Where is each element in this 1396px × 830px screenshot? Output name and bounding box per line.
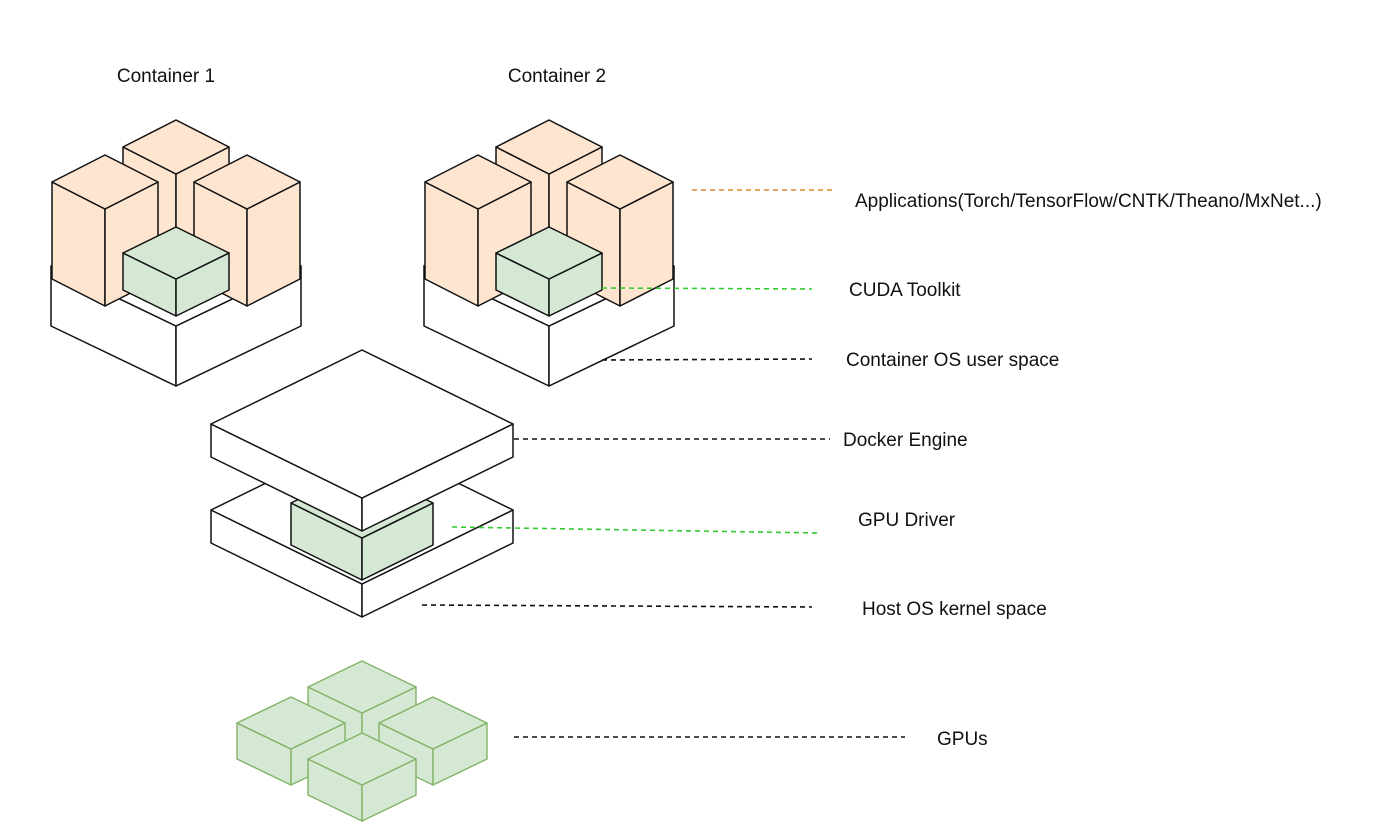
gpu-chip-2-top-face <box>236 696 346 750</box>
gpu-driver-label: GPU Driver <box>858 510 956 531</box>
container-1-title: Container 1 <box>117 66 215 87</box>
container-1-app-right <box>193 154 301 307</box>
host-stack <box>210 349 514 618</box>
container-os-leader <box>601 358 813 361</box>
gpu-chip-4 <box>307 732 417 822</box>
gpu-chip-3-top-face <box>378 696 488 750</box>
container-1-stack <box>50 119 302 387</box>
container-2-app-left-top-face <box>424 154 532 210</box>
container-1-app-right-top-face <box>193 154 301 210</box>
container-2-app-back-top-face <box>495 119 603 175</box>
cuda-toolkit-leader <box>601 287 813 290</box>
docker-engine-slab-top-face <box>210 349 514 499</box>
container-1-cuda-toolkit-block-top-face <box>122 226 230 280</box>
container-os-label: Container OS user space <box>846 350 1059 371</box>
gpu-chip-4-top-face <box>307 732 417 786</box>
cuda-toolkit-label: CUDA Toolkit <box>849 280 961 301</box>
host-os-leader <box>421 604 813 608</box>
container-2-stack <box>423 119 675 387</box>
gpu-chip-1-top-face <box>307 660 417 714</box>
container-1-cuda-toolkit-block <box>122 226 230 317</box>
applications-label: Applications(Torch/TensorFlow/CNTK/Thean… <box>855 191 1322 212</box>
container-2-cuda-toolkit-block <box>495 226 603 317</box>
docker-engine-label: Docker Engine <box>843 430 968 451</box>
container-2-cuda-toolkit-block-top-face <box>495 226 603 280</box>
docker-engine-slab <box>210 349 514 532</box>
gpu-cluster <box>236 660 488 822</box>
gpus-label: GPUs <box>937 729 988 750</box>
container-2-app-right-top-face <box>566 154 674 210</box>
host-os-label: Host OS kernel space <box>862 599 1047 620</box>
container-1-app-back-top-face <box>122 119 230 175</box>
container-2-title: Container 2 <box>508 66 606 87</box>
container-1-app-left-top-face <box>51 154 159 210</box>
gpu-driver-leader <box>451 526 819 534</box>
